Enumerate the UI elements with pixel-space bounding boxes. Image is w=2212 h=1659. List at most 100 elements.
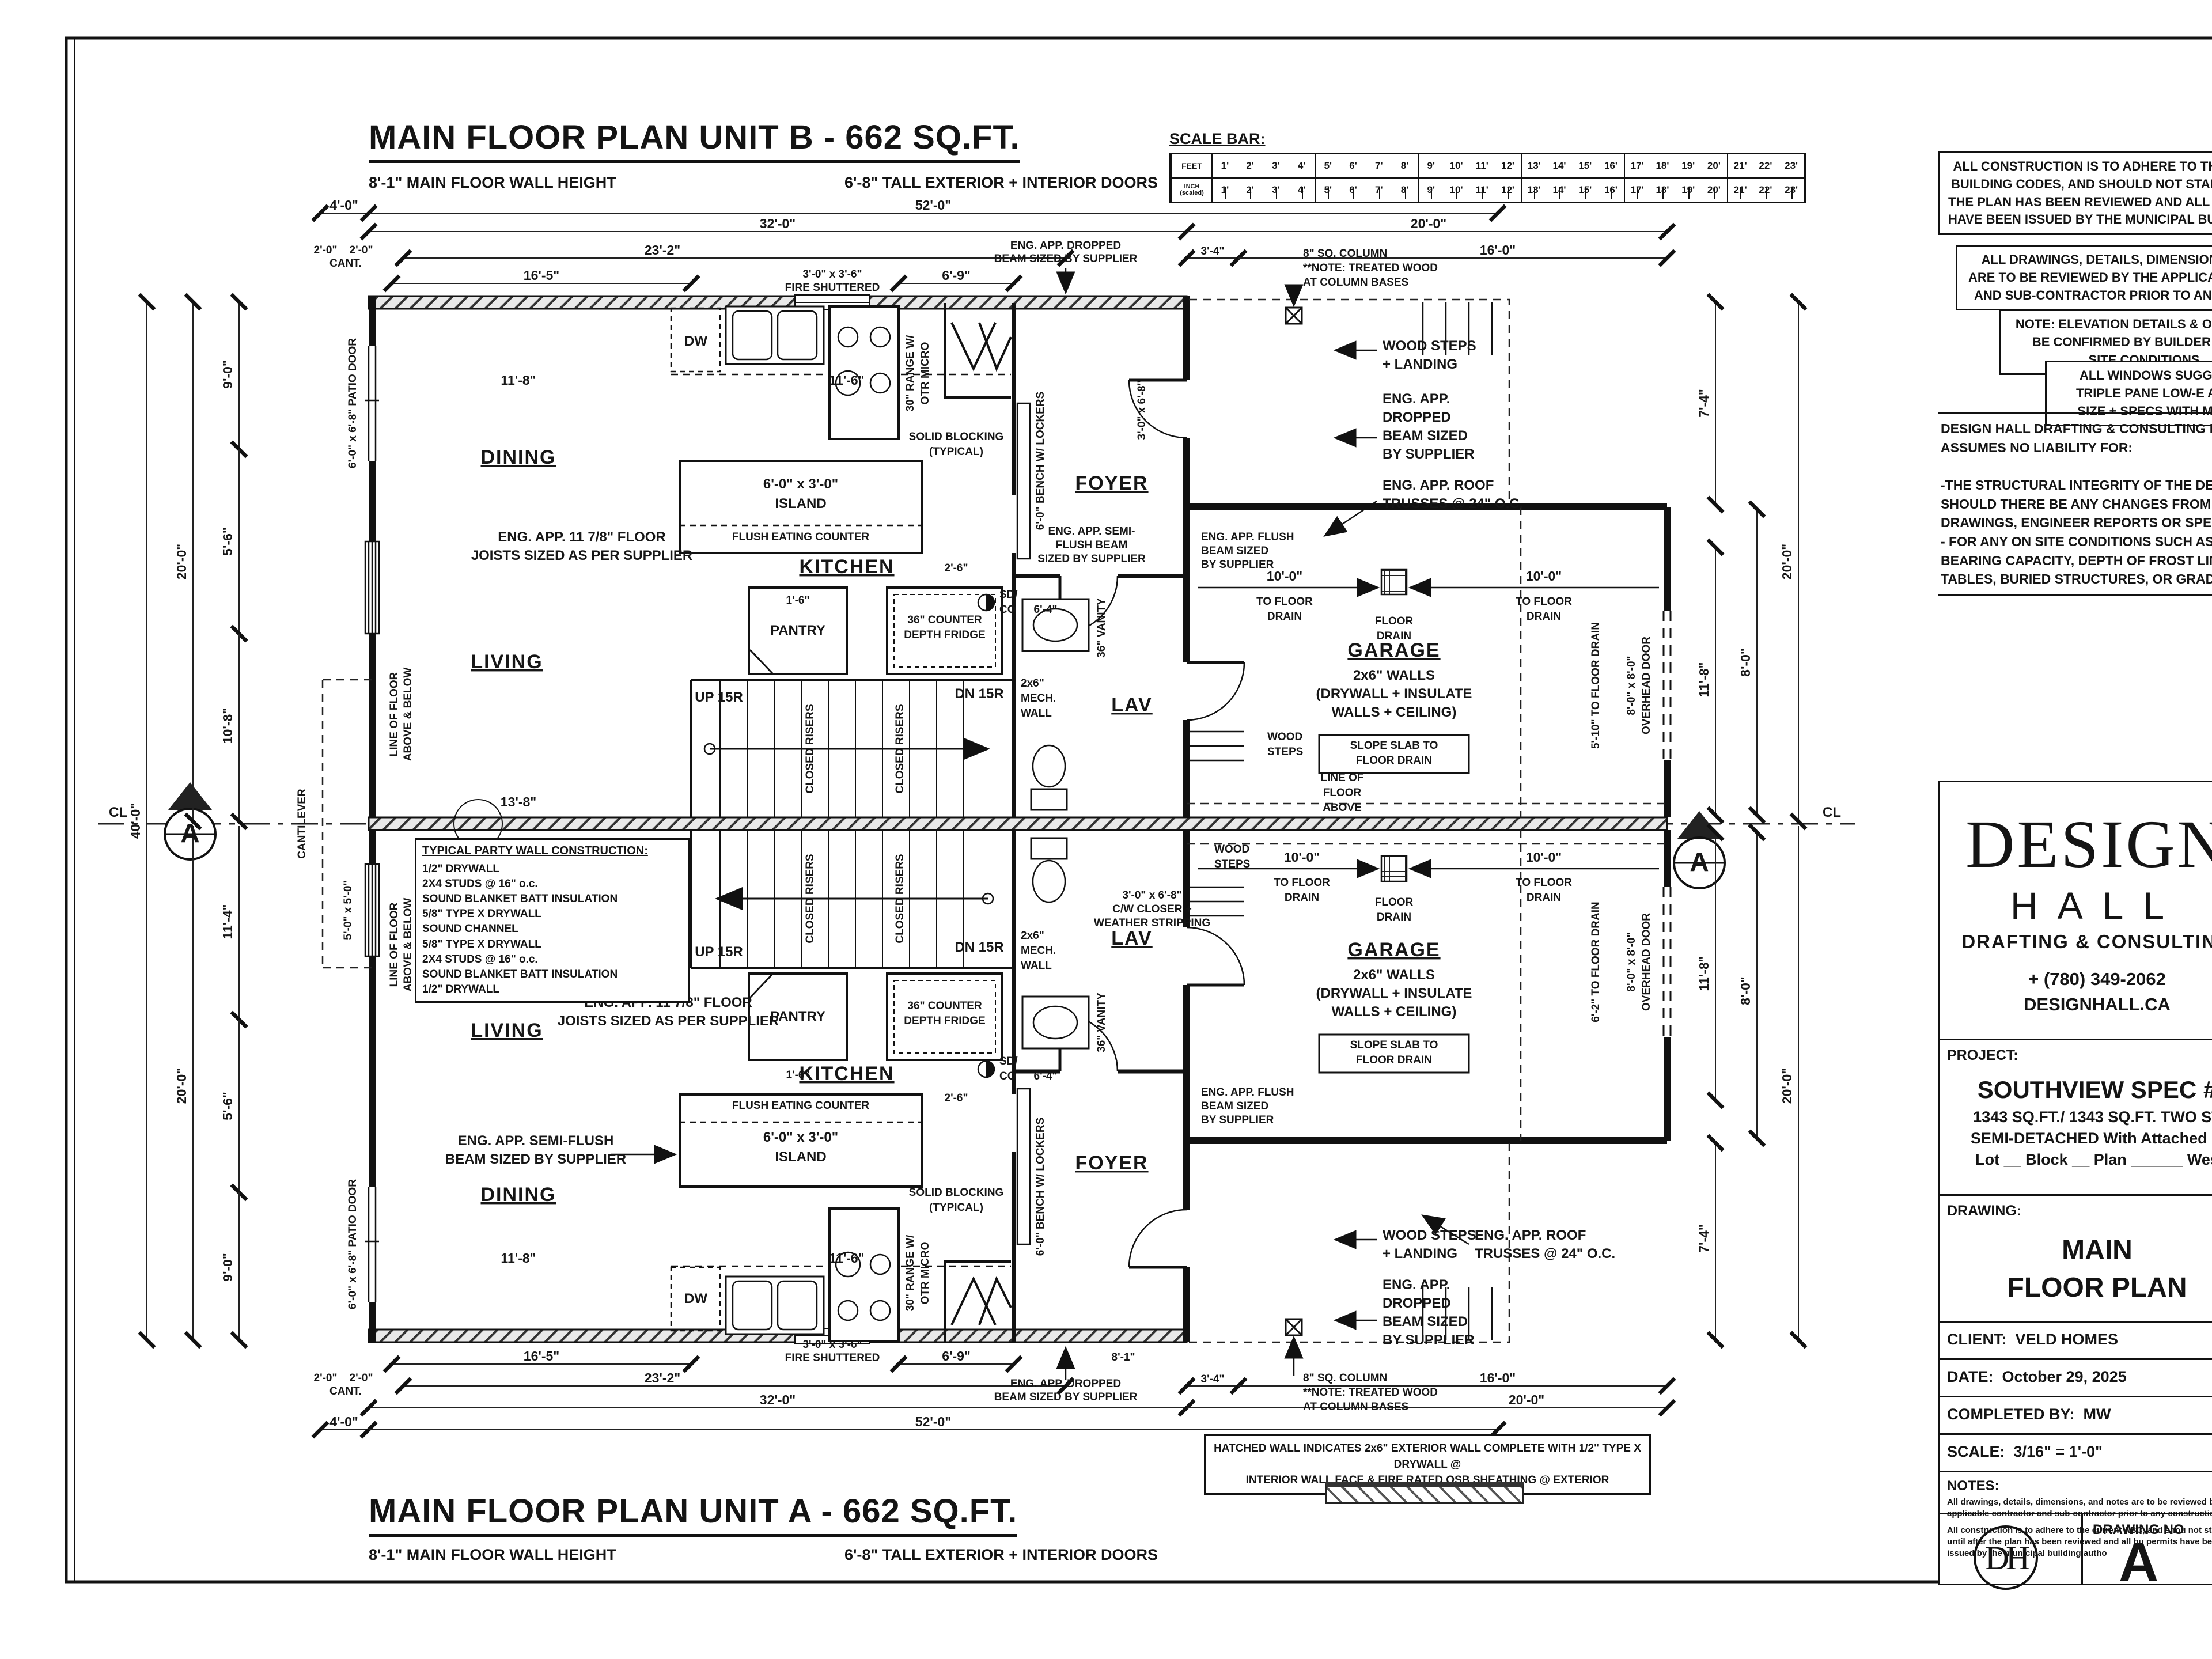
plan-label: CLOSED RISERS <box>804 704 816 793</box>
scale-bar-tick-label: 4' <box>1297 160 1306 171</box>
plan-label: WALL <box>1021 960 1052 972</box>
stairs-unit-b <box>690 679 1015 817</box>
note-line: ALL DRAWINGS, DETAILS, DIMENSIONS, AND <box>1981 252 2212 267</box>
plan-label: 3'-0" x 6'-8" <box>1122 889 1181 902</box>
scale-bar-tick: 17' <box>1623 179 1650 202</box>
leader-lines <box>611 268 1469 1380</box>
plan-label: DROPPED <box>1382 410 1451 425</box>
scale-bar-tick: 2' <box>1237 179 1263 202</box>
logo-tagline: DRAFTING & CONSULTING <box>1961 931 2212 952</box>
plan-label: 36" VANITY <box>1096 993 1108 1052</box>
plan-label: 8'-1" <box>1112 1351 1135 1363</box>
notes-para1: All drawings, details, dimensions, and n… <box>1947 1497 2212 1518</box>
plan-label: 2'-0" <box>350 1372 373 1384</box>
date-label: DATE: <box>1947 1368 1994 1385</box>
note-windows: ALL WINDOWS SUGGESTED TRIPLE PANE LOW-E … <box>2045 361 2212 427</box>
plan-label: 20'-0" <box>1509 1392 1544 1407</box>
plan-label: TO FLOOR <box>1274 877 1330 889</box>
plan-label: (DRYWALL + INSULATE <box>1316 686 1472 702</box>
plan-label: DRAIN <box>1527 611 1561 623</box>
unit-b-subtitle-row: 8'-1" MAIN FLOOR WALL HEIGHT 6'-8" TALL … <box>369 174 1158 192</box>
scale-bar: SCALE BAR: FEET 1'2'3'4'5'6'7'8'9'10'11'… <box>1169 130 1806 203</box>
plan-label: 16'-5" <box>524 1349 559 1363</box>
plan-label: SLOPE SLAB TO <box>1350 740 1438 752</box>
plan-label: ABOVE <box>1323 802 1362 814</box>
plan-label: 6'-2" TO FLOOR DRAIN <box>1590 902 1602 1022</box>
plan-label: 2x6" WALLS <box>1353 668 1435 683</box>
plan-label: 20'-0" <box>174 544 189 579</box>
kitchen-fixtures <box>670 305 1011 1342</box>
plan-label: LIVING <box>471 1020 543 1041</box>
scale-bar-tick: 11' <box>1469 179 1495 202</box>
scale-bar-tick-label: 15' <box>1578 160 1592 171</box>
lav-fixtures <box>1021 598 1090 1050</box>
plan-label: TO FLOOR <box>1516 596 1572 608</box>
plan-label: WOOD STEPS <box>1382 338 1476 354</box>
plan-label: 6'-4" <box>1034 604 1058 616</box>
liability-line: DRAWINGS, ENGINEER REPORTS OR SPECIFICAT… <box>1941 515 2212 531</box>
plan-label: LAV <box>1111 694 1152 716</box>
logo-design: DESIGN <box>1965 806 2212 882</box>
scale-bar-tick: 19' <box>1675 179 1701 202</box>
client-label: CLIENT: <box>1947 1331 2007 1348</box>
liability-line: SHOULD THERE BE ANY CHANGES FROM THE STR… <box>1941 496 2212 512</box>
scale-bar-tick-label: 1' <box>1211 154 1237 177</box>
foyer-benches <box>1016 402 1031 1245</box>
party-wall-line: 2X4 STUDS @ 16" o.c. <box>422 877 538 890</box>
logo-hall: HALL <box>2010 884 2184 927</box>
unit-a-subtitle-row: 8'-1" MAIN FLOOR WALL HEIGHT 6'-8" TALL … <box>369 1546 1158 1564</box>
unit-b-title: MAIN FLOOR PLAN UNIT B - 662 SQ.FT. <box>369 118 1020 163</box>
plan-label: 2'-6" <box>945 1092 968 1104</box>
note-building-codes: ALL CONSTRUCTION IS TO ADHERE TO THE CUR… <box>1938 151 2212 236</box>
plan-label: 6'-0" x 6'-8" PATIO DOOR <box>347 1179 359 1309</box>
plan-label: CLOSED RISERS <box>894 704 906 793</box>
plan-label: + LANDING <box>1382 1246 1457 1262</box>
plan-label: CL <box>109 805 127 820</box>
plan-label: ENG. APP. 11 7/8" FLOOR <box>498 529 665 545</box>
floor-drains <box>1198 568 1659 882</box>
unit-a-title: MAIN FLOOR PLAN UNIT A - 662 SQ.FT. <box>369 1492 1018 1537</box>
scale-bar-tick: 23' <box>1778 179 1804 202</box>
plan-label: KITCHEN <box>799 1063 894 1085</box>
plan-label: DEPTH FRIDGE <box>904 629 985 641</box>
plan-label: OTR MICRO <box>919 1242 931 1305</box>
scale-bar-tick-label: 23' <box>1785 160 1798 171</box>
plan-label: 13'-8" <box>501 794 536 809</box>
plan-label: 40'-0" <box>128 803 143 839</box>
legend-line1: HATCHED WALL INDICATES 2x6" EXTERIOR WAL… <box>1214 1442 1641 1471</box>
columns <box>1285 306 1303 1336</box>
plan-label: 6'-4" <box>1034 1070 1058 1082</box>
plan-label: WALLS + CEILING) <box>1332 704 1457 720</box>
plan-label: FLOOR <box>1375 615 1414 627</box>
plan-label: ENG. APP. SEMI-FLUSH <box>458 1133 614 1149</box>
scale-row: SCALE: 3/16" = 1'-0" <box>1947 1443 2103 1461</box>
plan-label: A <box>1690 847 1709 877</box>
party-wall-line: 2X4 STUDS @ 16" o.c. <box>422 953 538 965</box>
project-info: SOUTHVIEW SPEC # 1343 SQ.FT./ 1343 SQ.FT… <box>1940 1076 2212 1169</box>
plan-label: 9'-0" <box>220 360 235 389</box>
plan-label: 10'-0" <box>1267 569 1302 584</box>
plan-label: 8" SQ. COLUMN <box>1303 1372 1387 1384</box>
plan-label: CO <box>999 1070 1016 1082</box>
plan-label: CLOSED RISERS <box>804 854 816 943</box>
notes-label: NOTES: <box>1947 1478 1999 1494</box>
plan-label: DW <box>684 334 707 349</box>
plan-label: SIZED BY SUPPLIER <box>1037 553 1146 565</box>
liability-line: ASSUMES NO LIABILITY FOR: <box>1941 440 2133 455</box>
note-line: HAVE BEEN ISSUED BY THE MUNICIPAL BUILDI… <box>1948 212 2212 227</box>
plan-label: FIRE SHUTTERED <box>785 282 880 294</box>
title-block: DESIGN HALL DRAFTING & CONSULTING + (780… <box>1938 781 2212 1593</box>
plan-label: 2'-6" <box>945 562 968 574</box>
scale-bar-ruler: FEET 1'2'3'4'5'6'7'8'9'10'11'12'13'14'15… <box>1169 153 1806 203</box>
plan-label: AT COLUMN BASES <box>1303 276 1408 289</box>
drawing-name-line1: MAIN <box>2062 1235 2133 1266</box>
plan-label: 5'-10" TO FLOOR DRAIN <box>1590 622 1602 749</box>
drawing-no-label: DRAWING NO <box>2093 1522 2184 1537</box>
scale-bar-tick: 13' <box>1520 179 1547 202</box>
dh-monogram: DH <box>1974 1525 2038 1590</box>
plan-label: 10'-0" <box>1284 850 1320 865</box>
plan-label: **NOTE: TREATED WOOD <box>1303 1387 1438 1399</box>
slope-slab-boxes <box>1318 734 1470 1074</box>
